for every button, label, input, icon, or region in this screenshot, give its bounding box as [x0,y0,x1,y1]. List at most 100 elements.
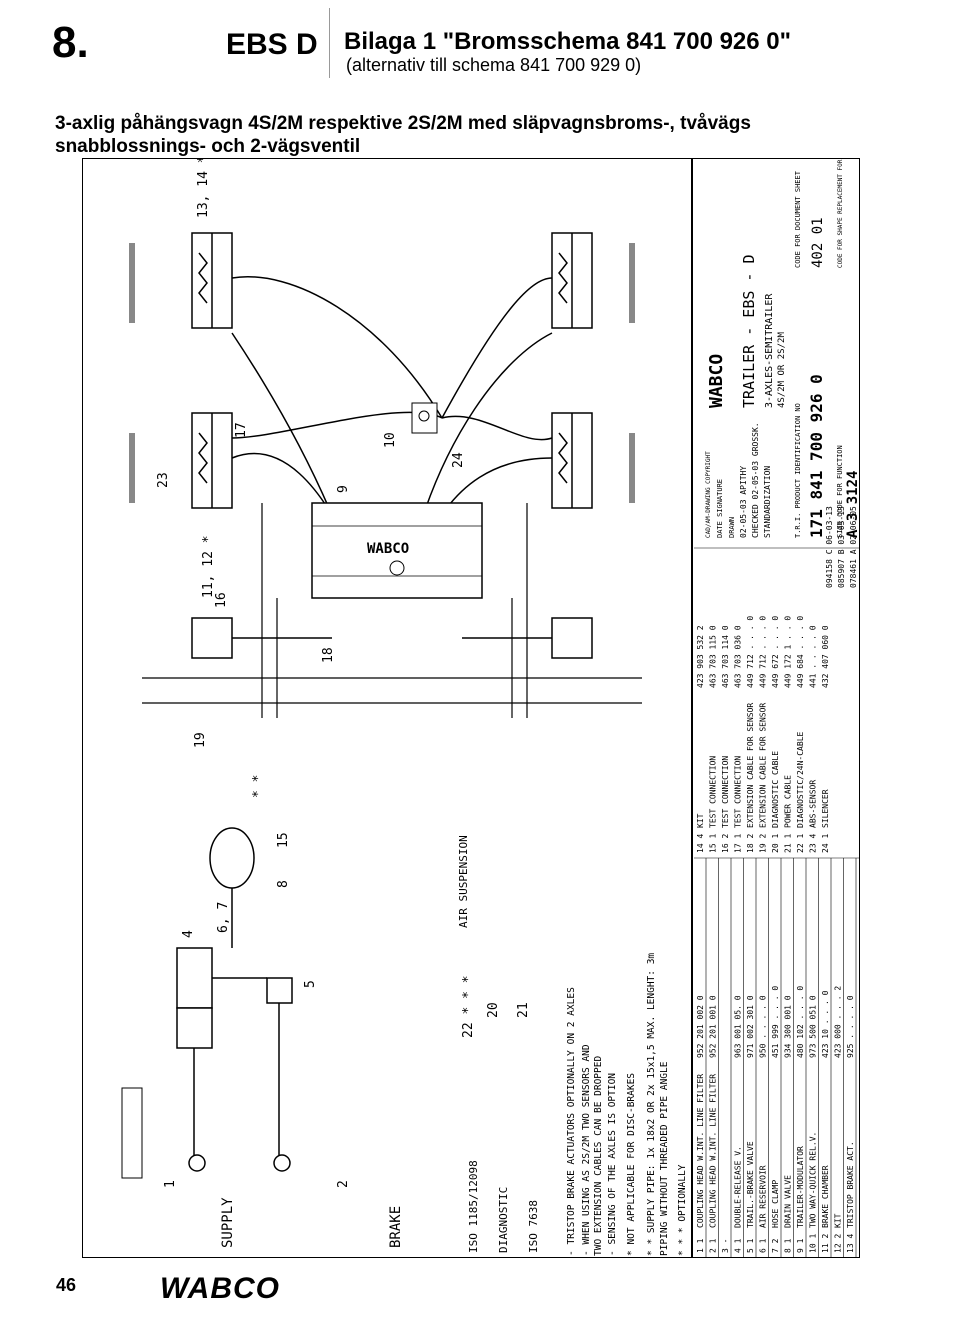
table-row-product-id: 449 172 1 . . 0 [784,616,793,688]
table-row-denomination: HOSE CLAMP [771,1180,780,1228]
table-row-denomination: COUPLING HEAD W.INT. LINE FILTER [696,1074,705,1228]
callout-2: 2 [336,1180,351,1188]
table-row-pos: 20 1 [771,834,780,853]
product-id: 171 841 700 926 0 [807,374,826,538]
drawn-label: DRAWN [728,517,736,538]
table-row-pos: 10 1 [809,1234,818,1253]
table-row-pos: 5 1 [746,1238,755,1253]
heading-line: 3-axlig påhängsvagn 4S/2M respektive 2S/… [55,113,751,134]
table-row-product-id: 950 . . . . 0 [759,995,768,1058]
callout-6-7: 6, 7 [216,902,231,933]
callout-15: 15 [276,832,291,848]
iso-7638-socket-icon [121,1087,143,1179]
note-line: * * SUPPLY PIPE: 1x 18x2 OR 2x 15x1,5 MA… [646,953,657,1256]
table-row-product-id: 423 000 . . . 2 [834,986,843,1058]
table-row-pos: 24 1 [821,834,830,853]
size-function-value: A 3 3124 [845,471,860,538]
table-row-pos: 16 2 [721,834,730,853]
code-doc-label: CODE FOR DOCUMENT SHEET [794,170,802,268]
page-number: 46 [56,1275,77,1295]
table-row-product-id: 952 201 001 0 [709,995,718,1058]
supply-coupling-icon [188,1154,206,1172]
header-divider [329,8,330,78]
table-row-product-id: 463 703 036 0 [734,625,743,688]
callout-23: 23 [156,472,171,488]
table-row-product-id: 423 903 532 2 [696,625,705,688]
trailer-modulator: WABCO [311,502,483,599]
revision-row: 078461 A 02-06-05 [849,506,858,588]
table-row-product-id: 449 712 . . . 0 [759,616,768,688]
table-row-product-id: 973 500 051 0 [809,995,818,1058]
table-row-denomination: DRAIN VALVE [784,1175,793,1228]
page-subtitle: (alternativ till schema 841 700 929 0) [346,55,642,75]
standardization-label: STANDARDIZATION [763,466,772,538]
diagnostic-label: DIAGNOSTIC [497,1187,510,1253]
table-row-product-id: 934 300 001 0 [784,995,793,1058]
callout-8: 8 [276,880,291,888]
table-row-pos: 9 1 [796,1238,805,1253]
brake-schematic: 13 4 TRISTOP BRAKE ACT. 925 . . . . 0 12 2 K… [82,158,860,1258]
supply-label: SUPPLY [220,1197,236,1248]
callout-24: 24 [451,452,466,468]
table-row-denomination: EXTENSION CABLE FOR SENSOR [746,703,755,828]
table-row-pos: 11 2 [821,1234,830,1253]
date-signature-label: DATE SIGNATURE [716,479,724,538]
product-name: EBS D [226,28,318,61]
table-row-denomination: KIT [696,813,705,828]
table-row-pos: 8 1 [784,1238,793,1253]
callout-21: 21 [516,1002,531,1018]
table-row-pos: 15 1 [709,834,718,853]
drawing-notes: - TRISTOP BRAKE ACTUATORS OPTIONALLY ON … [566,953,688,1256]
note-line: TWO EXTENSION CABLES CAN BE DROPPED [593,1056,604,1256]
callout-20: 20 [486,1002,501,1018]
heading-line: snabblossnings- och 2-vägsventil [55,136,361,157]
table-row-product-id: 463 703 114 0 [721,625,730,688]
product-id-label: T.R.I. PRODUCT IDENTIFICATION NO [794,403,802,538]
drawing-subtitle-1: 3-AXLES-SEMITRAILER [764,293,775,408]
note-line: * * * OPTIONALLY [677,1164,688,1256]
table-row-product-id: 971 002 301 0 [746,995,755,1058]
table-row-denomination: TRAIL.-BRAKE VALVE [746,1141,755,1228]
table-row-product-id: 480 102 . . . 0 [796,986,805,1058]
table-row-denomination: ABS-SENSOR [809,780,818,828]
callout-19: 19 [193,732,208,748]
table-row-pos: 3 - [721,1239,730,1253]
two-way-valve [411,402,438,434]
table-row-denomination: EXTENSION CABLE FOR SENSOR [759,703,768,828]
revision-row: 085907 B 03-03-13 [837,506,846,588]
iso-1185-label: ISO 1185/12098 [467,1160,480,1253]
callout-1: 1 [163,1180,178,1188]
table-row-denomination: SILENCER [821,789,830,828]
brake-label: BRAKE [388,1206,404,1248]
code-doc-value: 402 01 [810,217,826,268]
table-row-denomination: BRAKE CHAMBER [821,1165,830,1228]
table-row-product-id: 925 . . . . 0 [846,995,855,1058]
checked-value: CHECKED 02-05-03 GROSSK. [751,422,760,538]
note-line: * NOT APPLICABLE FOR DISC-BRAKES [626,1073,637,1256]
air-suspension-label: AIR SUSPENSION [457,835,470,928]
table-row-pos: 13 4 [846,1234,855,1253]
note-line: - TRISTOP BRAKE ACTUATORS OPTIONALLY ON … [566,987,577,1256]
table-row-denomination: TEST CONNECTION [709,756,718,828]
table-row-product-id: 463 703 115 0 [709,625,718,688]
table-row-pos: 6 1 [759,1238,768,1253]
sensor-cables [142,503,642,718]
section-heading: 3-axlig påhängsvagn 4S/2M respektive 2S/… [55,112,815,158]
table-row-pos: 18 2 [746,834,755,853]
callout-17: 17 [234,422,249,438]
table-row-denomination: COUPLING HEAD W.INT. LINE FILTER [709,1074,718,1228]
table-row-pos: 14 4 [696,834,705,853]
table-row-pos: 12 2 [834,1234,843,1253]
callout-16: 16 [214,592,229,608]
table-row-denomination: POWER CABLE [784,775,793,828]
callout-18: 18 [321,647,336,663]
table-row-pos: 21 1 [784,834,793,853]
table-row-product-id: 449 712 . . . 0 [746,616,755,688]
modulator-brand: WABCO [367,541,409,557]
table-row-denomination: TRISTOP BRAKE ACT. [846,1141,855,1228]
table-row-denomination: DIAGNOSTIC CABLE [771,751,780,828]
table-row-product-id: 449 672 . . . 0 [771,616,780,688]
callout-9: 9 [336,485,351,493]
table-row-product-id: 963 001 05. 0 [734,995,743,1058]
